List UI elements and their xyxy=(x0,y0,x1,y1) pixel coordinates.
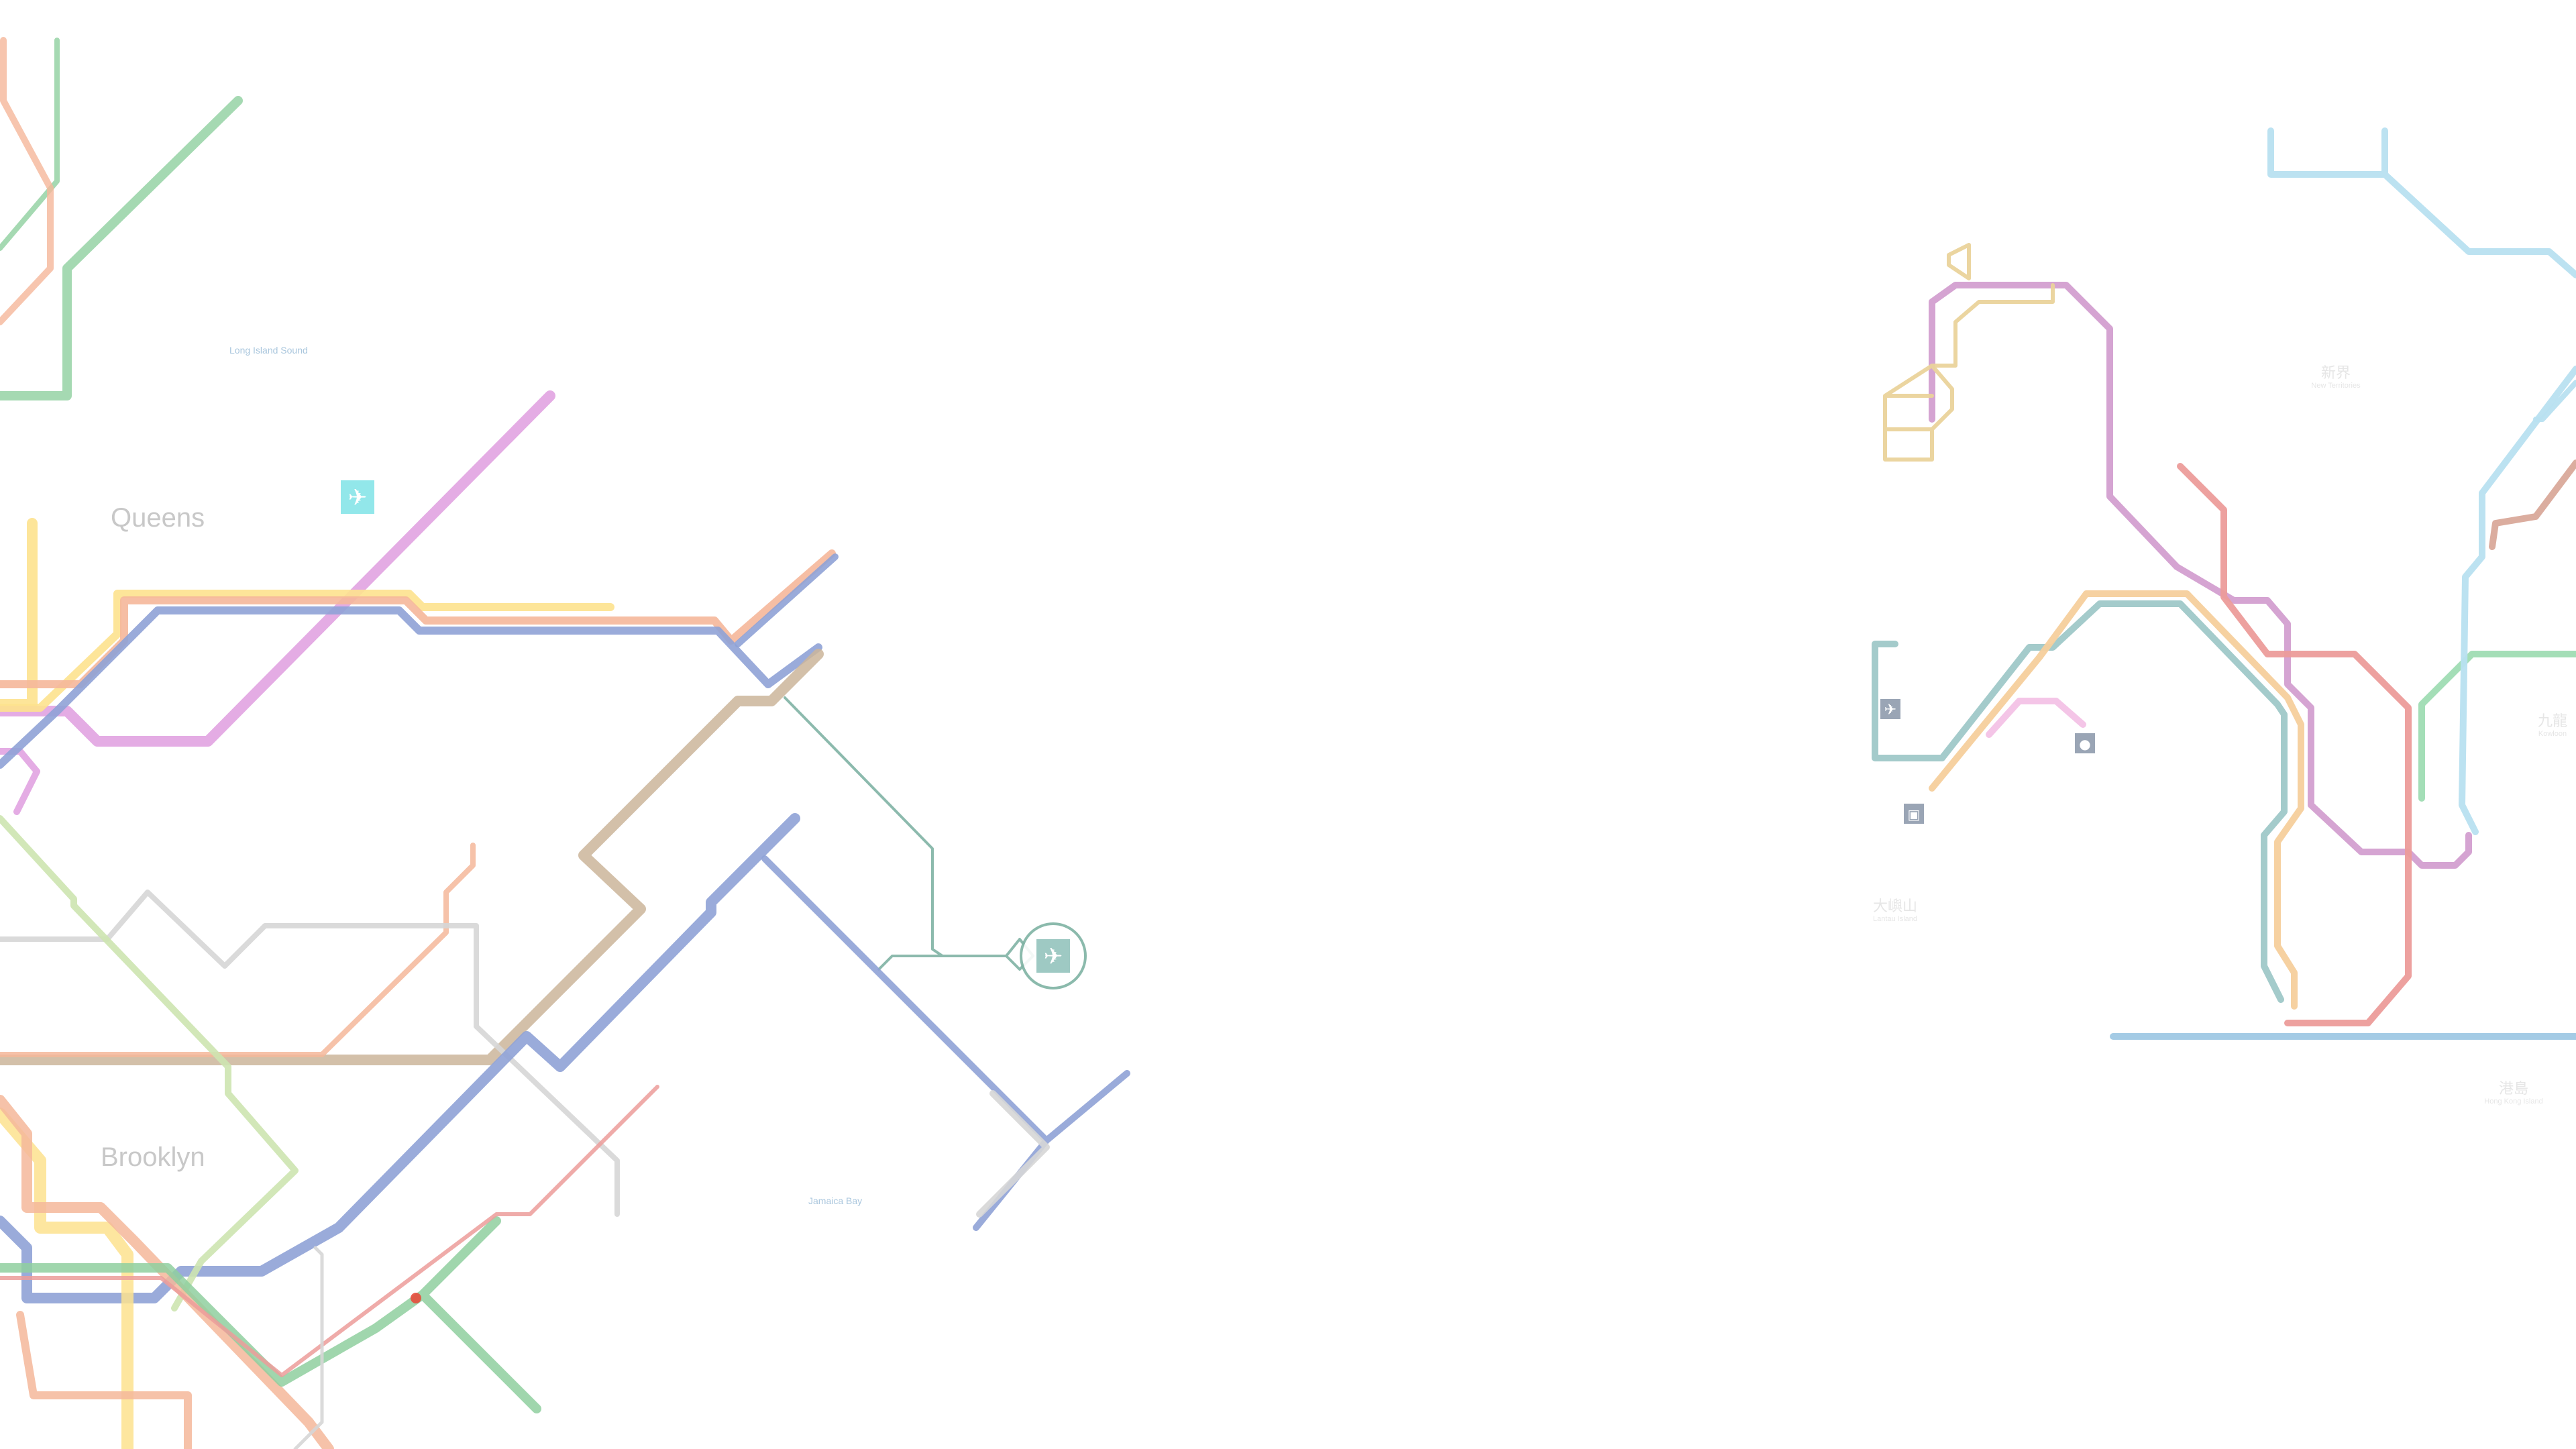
hong-kong-map: ✈ ▣ ● 新界 New Territories 大嶼山 Lantau Isla… xyxy=(1872,127,2576,1106)
transfer-station-marker xyxy=(411,1293,421,1303)
jfk-airport-box xyxy=(1036,939,1070,973)
airplane-icon: ✈ xyxy=(1044,943,1063,970)
hk-asiaworld-box xyxy=(1904,804,1924,824)
mtr-line-lightblue-tseung-kwan-o xyxy=(2459,366,2576,835)
subway-line-orange-brooklyn xyxy=(0,1095,334,1449)
subway-line-blue-queens-blvd xyxy=(0,606,822,769)
mtr-line-yellow-light-rail xyxy=(1883,243,2055,462)
region-label-kowloon-zh: 九龍 xyxy=(2538,713,2567,730)
subway-line-gray-franklin xyxy=(293,1246,324,1449)
region-label-brooklyn: Brooklyn xyxy=(101,1142,205,1172)
subway-line-green-brooklyn xyxy=(0,1216,541,1413)
subway-line-red-brooklyn xyxy=(0,1085,659,1377)
subway-line-orange-north xyxy=(0,37,54,325)
subway-line-green-east xyxy=(0,38,60,251)
region-label-lantau-zh: 大嶼山 xyxy=(1873,898,1917,915)
building-icon: ▣ xyxy=(1908,806,1921,822)
subway-line-orange-queens-blvd xyxy=(0,549,836,688)
nyc-map: ✈ ✈ Queens Brooklyn Long Island Sound Ja… xyxy=(0,37,1130,1449)
subway-line-brown-jamaica xyxy=(0,649,824,1065)
mtr-line-green-kwun-tong xyxy=(2418,651,2576,802)
airplane-icon: ✈ xyxy=(1884,702,1896,718)
region-label-new-territories-en: New Territories xyxy=(2311,382,2361,390)
mtr-line-purple-east-rail xyxy=(1929,282,2472,869)
subway-line-blue-rockaway xyxy=(0,813,800,1303)
mtr-line-pink-disneyland xyxy=(1986,698,2086,738)
mtr-line-lightblue-branch xyxy=(2533,380,2576,422)
hk-airport-box xyxy=(1880,699,1900,719)
subway-line-blue-queens-east xyxy=(735,553,839,647)
region-label-kowloon-en: Kowloon xyxy=(2538,730,2567,738)
subway-line-yellow-queens-blvd xyxy=(0,590,614,712)
subway-line-lime-crosstown xyxy=(0,815,299,1311)
subway-line-blue-rockaway-branch xyxy=(761,855,1130,1231)
water-label-jamaica-bay: Jamaica Bay xyxy=(808,1195,862,1206)
mtr-line-lightblue-north xyxy=(2267,127,2576,278)
airplane-icon: ✈ xyxy=(348,484,368,511)
subway-line-yellow-queens xyxy=(0,518,38,710)
mickey-icon: ● xyxy=(2079,736,2090,752)
region-label-lantau-en: Lantau Island xyxy=(1873,915,1917,923)
region-label-hk-island-en: Hong Kong Island xyxy=(2484,1097,2542,1106)
hk-disneyland-box xyxy=(2075,733,2095,753)
region-label-queens: Queens xyxy=(111,503,205,533)
subway-line-orange-jamaica xyxy=(0,843,476,1057)
region-label-hk-island-zh: 港島 xyxy=(2499,1081,2528,1097)
subway-line-gray-rockaway-shuttle xyxy=(976,1090,1050,1218)
subway-line-purple-flushing xyxy=(0,390,555,747)
subway-line-yellow-brooklyn xyxy=(0,1108,133,1449)
subway-line-orange-culver xyxy=(16,1311,192,1449)
water-label-long-island-sound: Long Island Sound xyxy=(229,345,308,356)
airtrain-line xyxy=(784,696,1034,971)
mtr-line-teal-tung-chung xyxy=(1872,600,2288,1003)
mtr-line-brown xyxy=(2489,460,2576,550)
region-label-new-territories-zh: 新界 xyxy=(2321,365,2351,382)
subway-line-green-north xyxy=(0,96,243,400)
mtr-line-orange-airport-express xyxy=(1929,590,2304,1010)
subway-line-gray-canarsie xyxy=(0,890,620,1217)
mtr-line-red-tuen-ma xyxy=(2177,463,2412,1026)
lga-airport-box xyxy=(341,480,374,514)
